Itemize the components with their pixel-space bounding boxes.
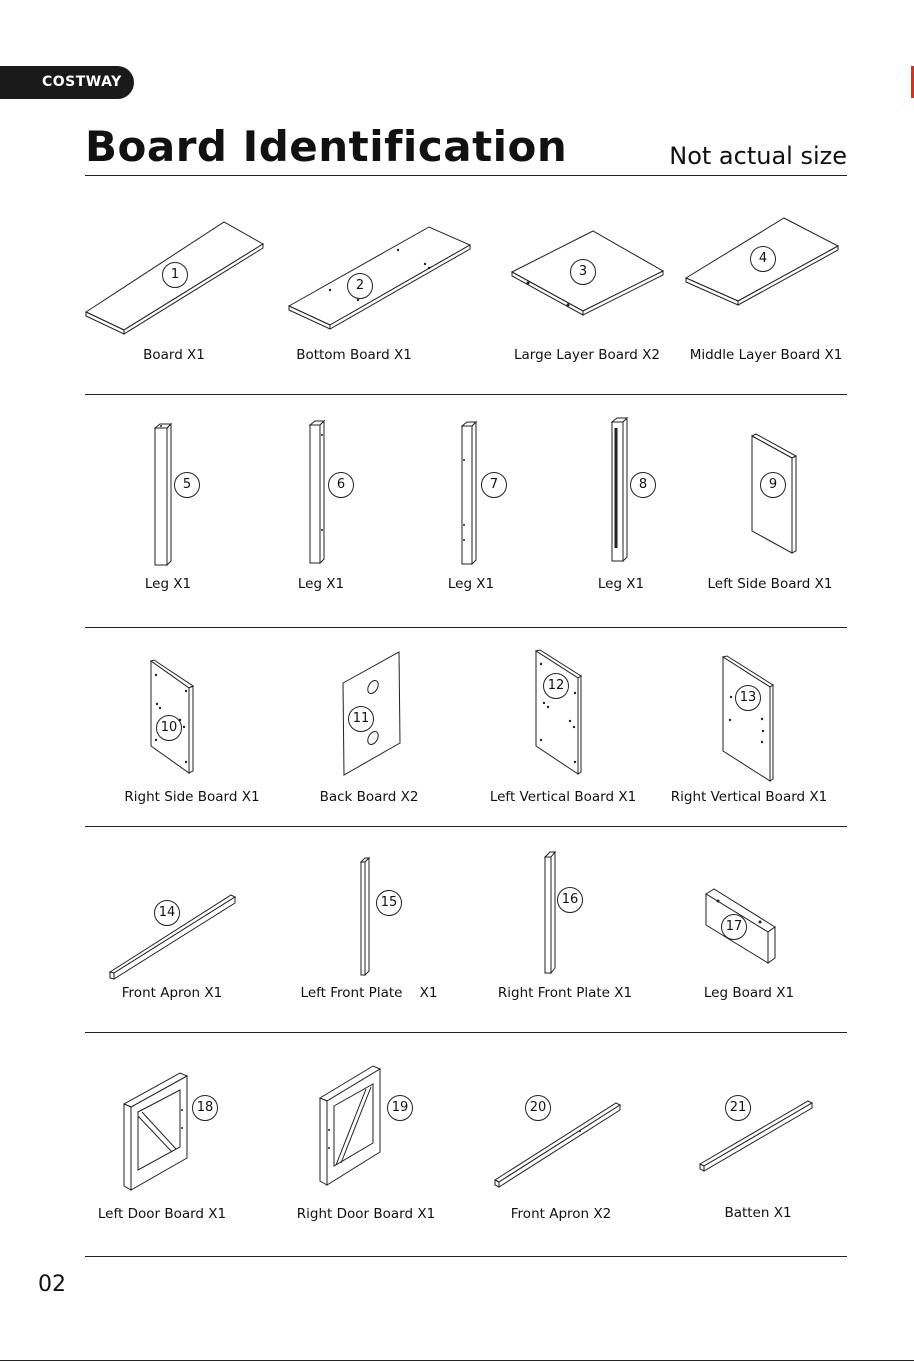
page-title: Board Identification (85, 122, 568, 171)
part-number-badge: 4 (750, 246, 776, 272)
part-number-badge: 19 (387, 1095, 413, 1121)
brand-logo: COSTWAY (0, 66, 134, 99)
part-label: Leg X1 (144, 576, 192, 592)
part-number-badge: 3 (570, 259, 596, 285)
part-label: Large Layer Board X2 (513, 347, 661, 363)
part-label: Leg X1 (297, 576, 345, 592)
part-label: Board X1 (143, 347, 205, 363)
row-divider (85, 394, 847, 395)
part-number-badge: 20 (525, 1095, 551, 1121)
part-label: Left Side Board X1 (707, 576, 833, 592)
part-label: Leg X1 (597, 576, 645, 592)
part-label: Leg X1 (447, 576, 495, 592)
part-label: Front Apron X1 (121, 985, 223, 1001)
part-number-badge: 14 (154, 900, 180, 926)
part-label: Front Apron X2 (510, 1206, 612, 1222)
edge-tab-mark (911, 66, 914, 98)
part-number-badge: 2 (347, 273, 373, 299)
part-number-badge: 11 (348, 706, 374, 732)
part-label: Batten X1 (724, 1205, 792, 1221)
part-number-badge: 9 (760, 472, 786, 498)
part-number-badge: 13 (735, 685, 761, 711)
part-number-badge: 10 (156, 715, 182, 741)
part-label: Bottom Board X1 (296, 347, 412, 363)
part-label: Leg Board X1 (703, 985, 795, 1001)
part-number-badge: 1 (162, 262, 188, 288)
page-subtitle: Not actual size (669, 142, 847, 170)
part-number-badge: 15 (376, 890, 402, 916)
part-label: Right Vertical Board X1 (670, 789, 828, 805)
part-label: Left Door Board X1 (97, 1206, 227, 1222)
part-label: Right Side Board X1 (124, 789, 260, 805)
row-divider (85, 627, 847, 628)
part-label: Right Front Plate X1 (497, 985, 633, 1001)
footer-rule (0, 1360, 914, 1361)
page-number: 02 (38, 1272, 66, 1297)
part-number-badge: 5 (174, 472, 200, 498)
part-number-badge: 18 (192, 1095, 218, 1121)
part-number-badge: 6 (328, 472, 354, 498)
part-number-badge: 8 (630, 472, 656, 498)
row-divider (85, 1256, 847, 1257)
part-label: Back Board X2 (319, 789, 419, 805)
row-divider (85, 826, 847, 827)
part-number-badge: 17 (721, 914, 747, 940)
header-rule (85, 175, 847, 176)
part-number-badge: 12 (543, 673, 569, 699)
part-number-badge: 7 (481, 472, 507, 498)
part-label: Left Front Plate X1 (300, 985, 438, 1001)
part-number-badge: 21 (725, 1095, 751, 1121)
part-number-badge: 16 (557, 887, 583, 913)
row-divider (85, 1032, 847, 1033)
part-label: Right Door Board X1 (296, 1206, 436, 1222)
part-label: Left Vertical Board X1 (489, 789, 637, 805)
part-label: Middle Layer Board X1 (689, 347, 843, 363)
